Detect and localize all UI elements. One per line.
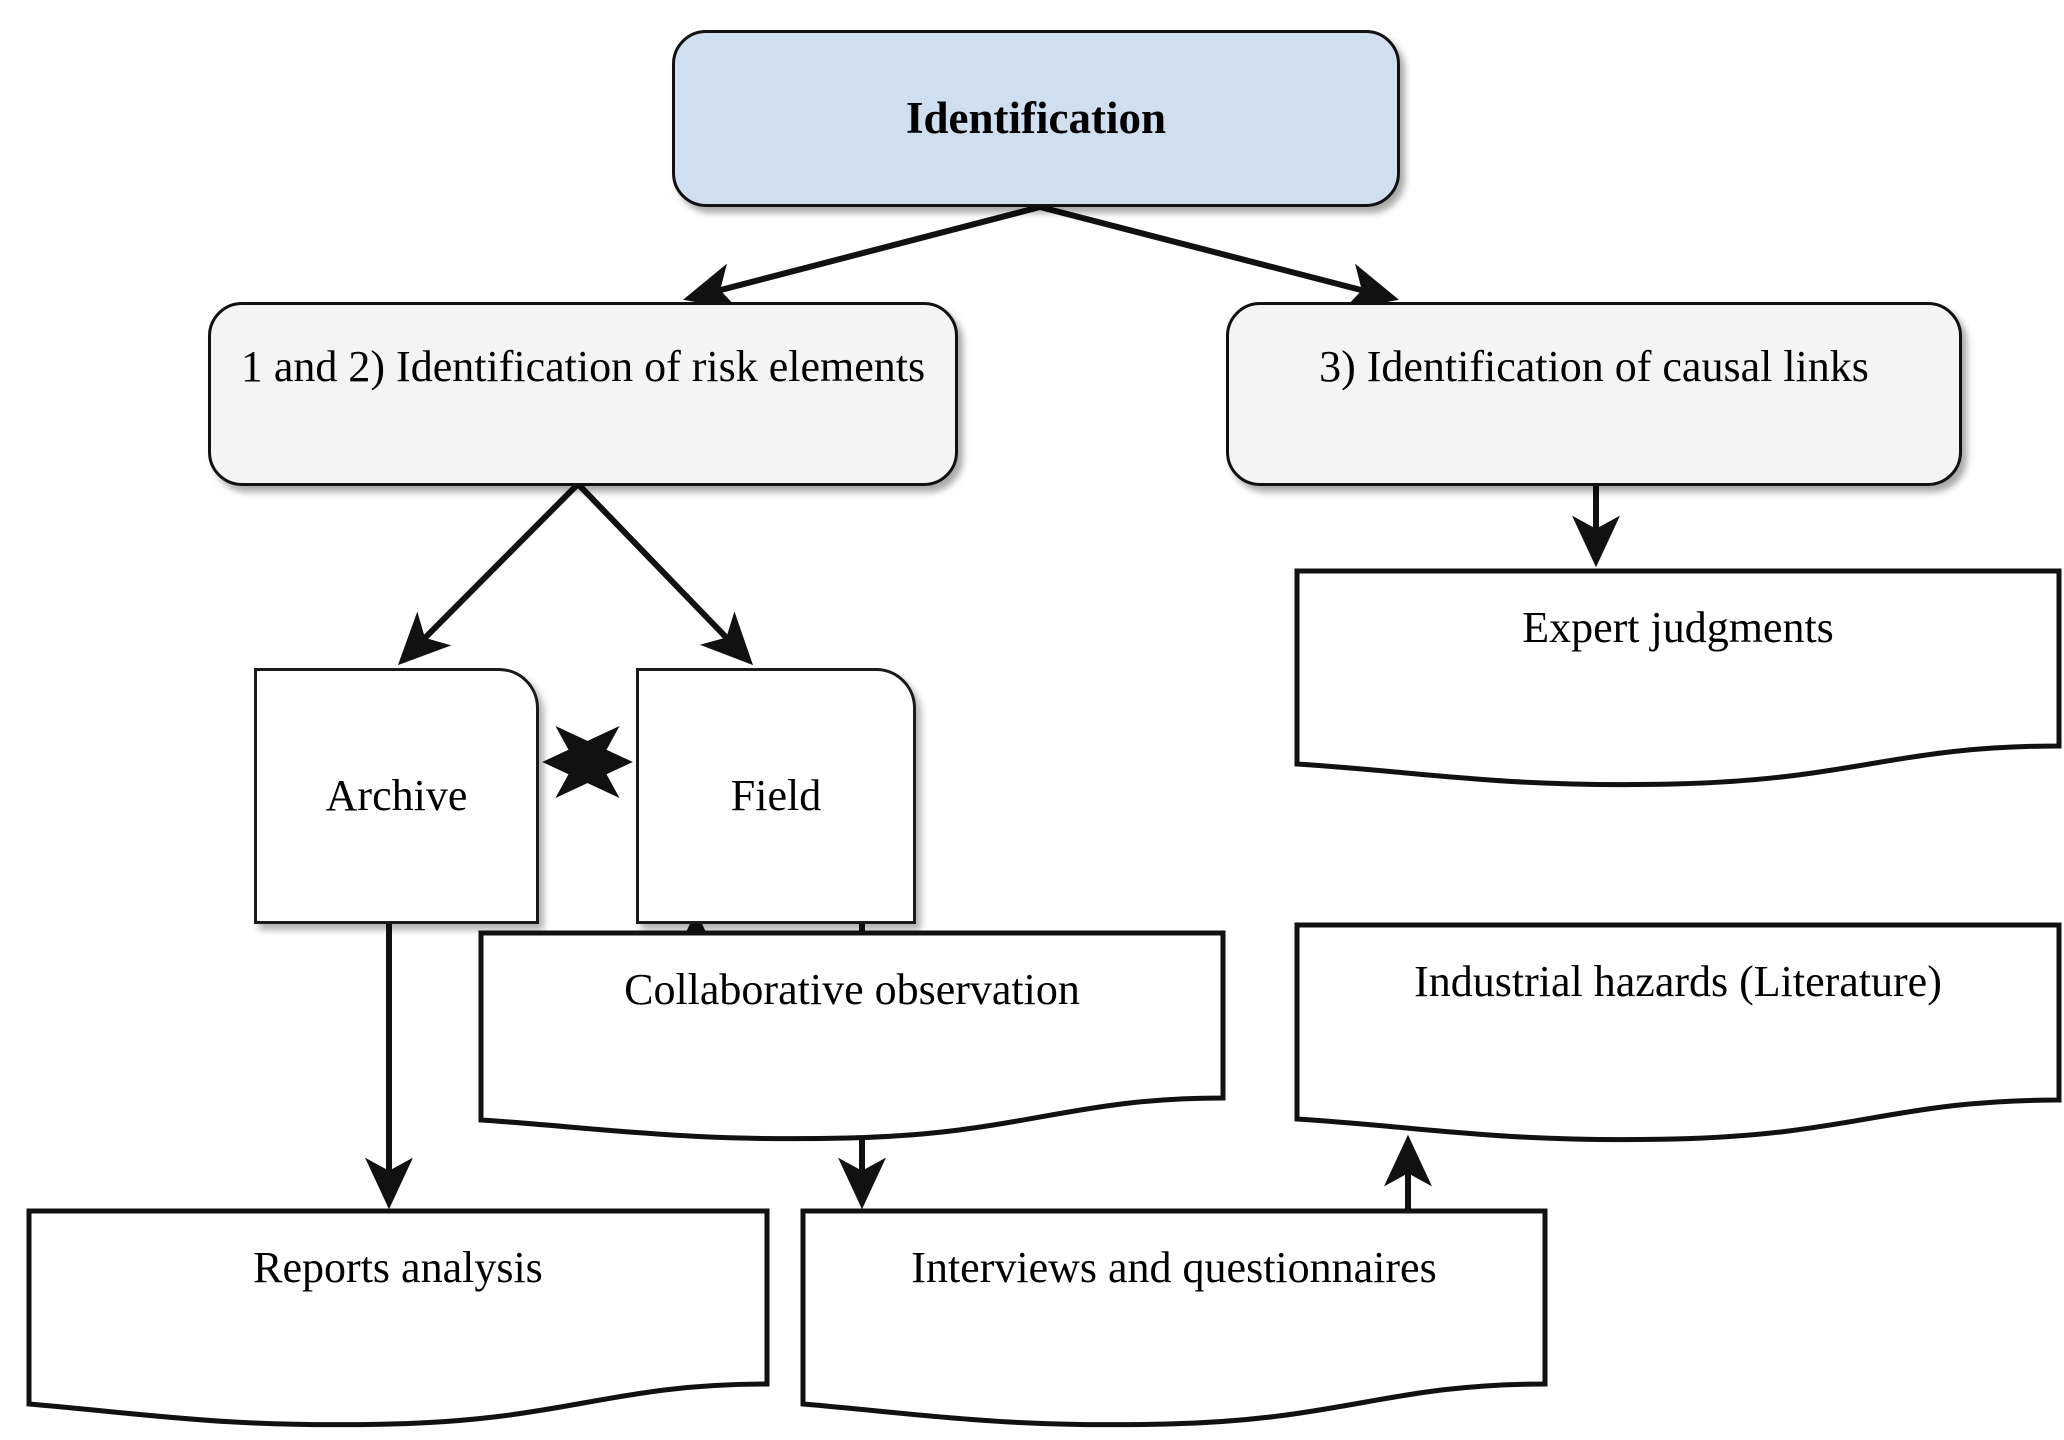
node-archive[interactable]: Archive (254, 668, 539, 924)
edge-risk-elements-to-field (575, 481, 754, 666)
node-identification-label: Identification (905, 93, 1166, 144)
edge-risk-elements-to-archive (397, 481, 581, 666)
node-causal-links[interactable]: 3) Identification of causal links (1226, 302, 1962, 486)
edge-identification-to-causal-links (1039, 204, 1399, 311)
node-collaborative-observation-label: Collaborative observation (624, 965, 1080, 1014)
node-reports-analysis-label: Reports analysis (253, 1243, 543, 1292)
node-identification[interactable]: Identification (672, 30, 1400, 207)
node-collaborative-observation[interactable]: Collaborative observation (478, 930, 1226, 1152)
document-shape-reports-analysis (26, 1208, 770, 1440)
node-field[interactable]: Field (636, 668, 916, 924)
node-field-label: Field (730, 771, 822, 821)
node-interviews-questionnaires[interactable]: Interviews and questionnaires (800, 1208, 1548, 1440)
node-industrial-hazards-label: Industrial hazards (Literature) (1414, 957, 1942, 1006)
node-expert-judgments[interactable]: Expert judgments (1294, 568, 2062, 796)
node-causal-links-label: 3) Identification of causal links (1319, 342, 1869, 391)
node-risk-elements[interactable]: 1 and 2) Identification of risk elements (208, 302, 958, 486)
document-shape-collaborative-observation (478, 930, 1226, 1152)
document-shape-industrial-hazards (1294, 922, 2062, 1152)
document-shape-expert-judgments (1294, 568, 2062, 796)
node-interviews-questionnaires-label: Interviews and questionnaires (911, 1243, 1437, 1292)
node-reports-analysis[interactable]: Reports analysis (26, 1208, 770, 1440)
edge-identification-to-risk-elements (683, 204, 1041, 311)
node-industrial-hazards[interactable]: Industrial hazards (Literature) (1294, 922, 2062, 1152)
node-risk-elements-label: 1 and 2) Identification of risk elements (240, 342, 926, 391)
node-archive-label: Archive (325, 771, 468, 821)
document-shape-interviews-questionnaires (800, 1208, 1548, 1440)
node-expert-judgments-label: Expert judgments (1522, 603, 1834, 652)
